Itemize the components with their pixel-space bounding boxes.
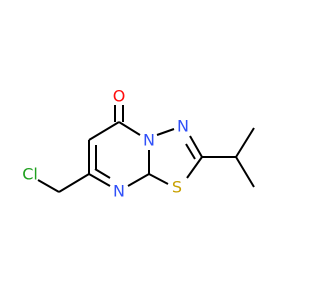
- atom-chlorine: Cl: [22, 165, 38, 184]
- bond-c2-s1: [186, 156, 203, 179]
- bond-n4-c5: [118, 121, 141, 136]
- atom-sulfur: S: [172, 178, 182, 197]
- bond-layer: [37, 105, 255, 193]
- bond-c7-ch2: [58, 173, 90, 193]
- atom-thiadiazole-nitrogen: N: [177, 117, 189, 136]
- bond-ch-me2: [235, 156, 255, 188]
- atom-ring-nitrogen: N: [143, 131, 155, 150]
- bond-n3-c2-inner: [185, 143, 196, 160]
- molecule-structure: O N N N S Cl: [22, 87, 255, 201]
- bond-c7-n8: [88, 173, 111, 187]
- bond-n3-c2: [189, 135, 203, 158]
- atom-label-layer: O N N N S Cl: [22, 87, 189, 201]
- bond-n4-n3: [156, 128, 175, 136]
- atom-pyrimidine-nitrogen: N: [113, 182, 125, 201]
- bond-c5-c6: [88, 121, 120, 141]
- bond-n8-c8a: [127, 173, 150, 187]
- atom-oxygen: O: [113, 87, 126, 106]
- bond-ch2-cl: [37, 179, 60, 193]
- bond-ch-me1: [235, 127, 255, 158]
- bond-c7-n8-inner: [94, 168, 111, 179]
- bond-s1-c8a: [148, 173, 169, 185]
